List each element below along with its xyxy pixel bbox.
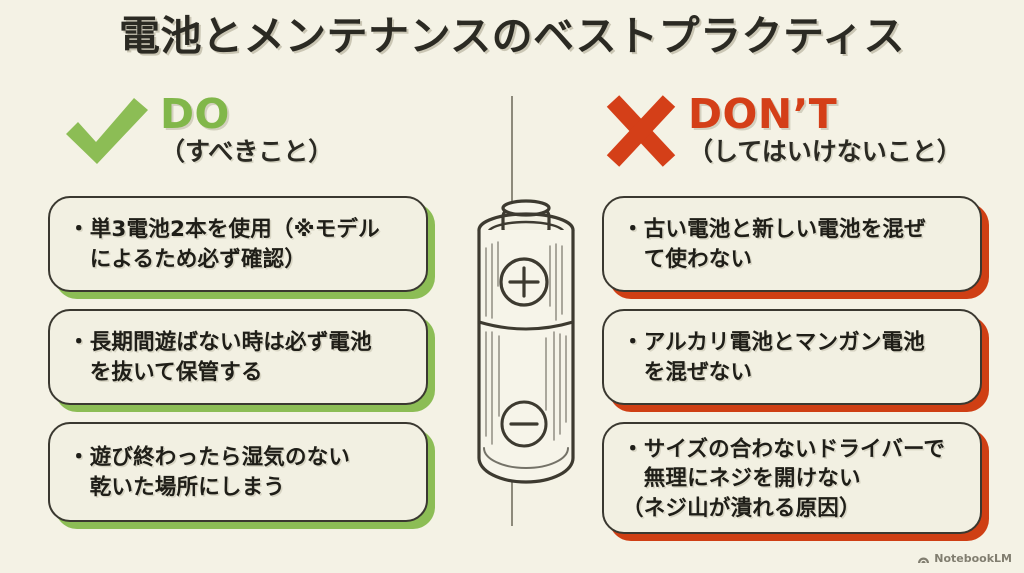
do-item-card: ・遊び終わったら湿気のない 乾いた場所にしまう	[48, 422, 428, 522]
do-header-texts: DO （すべきこと）	[160, 94, 333, 166]
dont-heading: DON’T	[688, 90, 838, 138]
notebooklm-watermark: NotebookLM	[917, 552, 1012, 565]
do-item-card: ・長期間遊ばない時は必ず電池 を抜いて保管する	[48, 309, 428, 405]
aa-battery-illustration	[477, 199, 575, 484]
watermark-label: NotebookLM	[934, 552, 1012, 565]
cross-mark-icon	[600, 92, 682, 170]
do-column-header: DO （すべきこと）	[58, 92, 333, 170]
check-mark-icon	[58, 92, 154, 170]
dont-header-texts: DON’T （してはいけないこと）	[688, 94, 962, 166]
do-heading: DO	[160, 90, 230, 138]
dont-item-card: ・サイズの合わないドライバーで 無理にネジを開けない （ネジ山が潰れる原因）	[602, 422, 982, 534]
dont-subheading: （してはいけないこと）	[688, 137, 962, 166]
do-subheading: （すべきこと）	[160, 137, 334, 166]
page-title: 電池とメンテナンスのベストプラクティス	[118, 12, 906, 60]
dont-item-card: ・アルカリ電池とマンガン電池 を混ぜない	[602, 309, 982, 405]
do-item-card: ・単3電池2本を使用（※モデル によるため必ず確認）	[48, 196, 428, 292]
dont-item-card: ・古い電池と新しい電池を混ぜ て使わない	[602, 196, 982, 292]
notebooklm-logo-icon	[917, 553, 930, 564]
dont-column-header: DON’T （してはいけないこと）	[600, 92, 962, 170]
